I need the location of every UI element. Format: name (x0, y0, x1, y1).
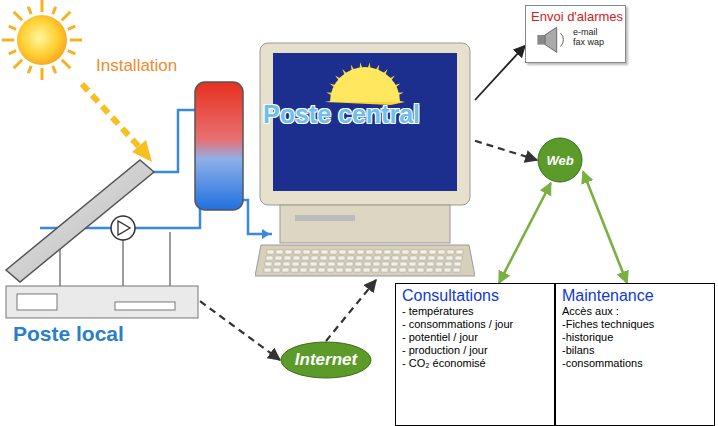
storage-tank (195, 82, 243, 210)
connector (583, 172, 627, 284)
node-text: - production / jour (402, 344, 548, 357)
sun (2, 0, 82, 80)
node-title: Consultations (402, 286, 548, 305)
part-label: Installation (96, 56, 177, 76)
connector (475, 46, 525, 100)
alarm-box: Envoi d'alarmes e-mail fax wap (525, 5, 626, 63)
node-text: - potentiel / jour (402, 331, 548, 344)
node-text: -bilans (562, 344, 708, 357)
node-text: - températures (402, 305, 548, 318)
node-text: -Fiches techniques (562, 318, 708, 331)
pump (111, 216, 135, 240)
node-text: -historique (562, 331, 708, 344)
node-text: -consommations (562, 357, 708, 370)
local-station: Poste local (5, 284, 200, 350)
solar-panel (6, 160, 154, 282)
node-title: Envoi d'alarmes (531, 9, 620, 24)
node-shape (255, 40, 475, 280)
node-title: Poste central (263, 100, 420, 129)
web-circle: Web (537, 137, 583, 183)
connector (499, 183, 551, 283)
computer-central-station: Poste central (255, 40, 475, 280)
node-text: - consommations / jour (402, 318, 548, 331)
connector (200, 301, 280, 360)
internet-ellipse: Internet (280, 341, 372, 379)
connector (475, 141, 537, 160)
pipe-arrow (262, 229, 270, 239)
node-title: Internet (295, 350, 357, 370)
node-title: Maintenance (562, 286, 708, 305)
node-text: Accès aux : (562, 305, 708, 318)
node-title: Poste local (5, 322, 200, 346)
maintenance-box: MaintenanceAccès aux :-Fiches techniques… (555, 283, 715, 426)
connector (326, 280, 376, 341)
node-text: e-mail fax wap (573, 27, 607, 47)
wires (60, 232, 170, 286)
node-text: - CO₂ économisé (402, 357, 548, 370)
sunlight-arrow (82, 84, 152, 162)
node-title: Web (546, 153, 573, 168)
consultations-box: Consultations- températures- consommatio… (395, 283, 555, 426)
